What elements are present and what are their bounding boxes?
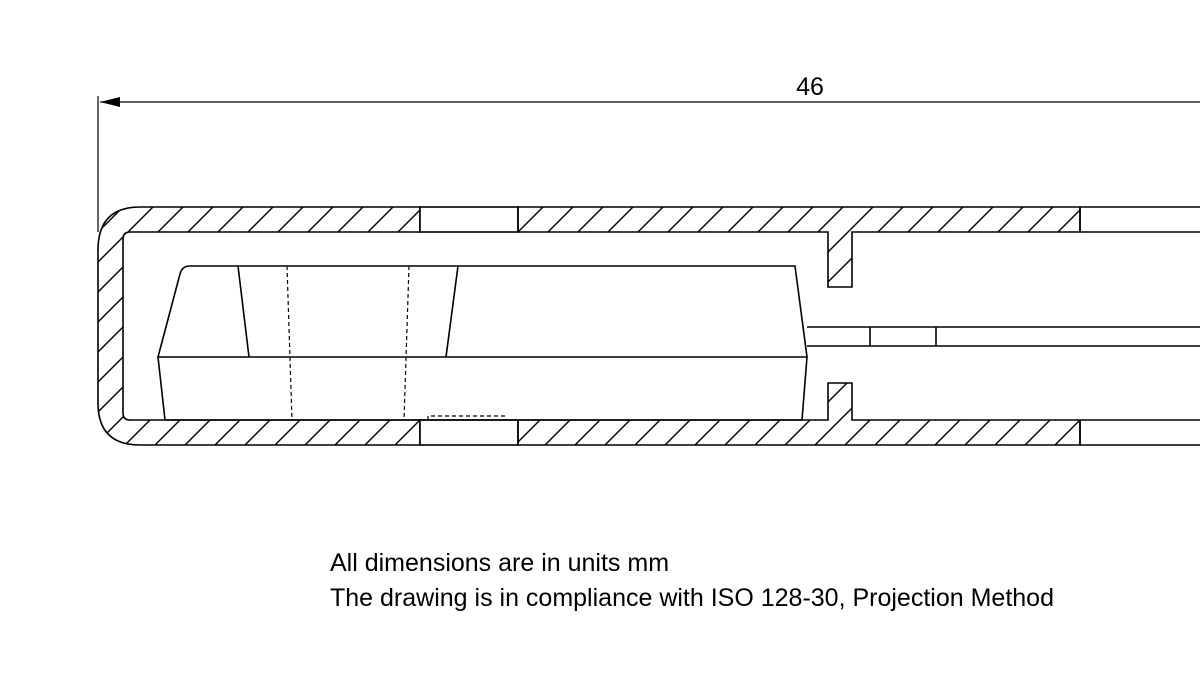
- note-iso: The drawing is in compliance with ISO 12…: [330, 584, 1054, 612]
- component-body: [157, 356, 808, 421]
- top-middle-hatch: [517, 206, 1081, 288]
- arrowhead-left: [100, 97, 120, 107]
- hidden-line-2: [403, 265, 410, 421]
- bottom-rib-gap: [419, 419, 519, 446]
- bottom-middle-hatch: [517, 382, 1081, 446]
- note-units: All dimensions are in units mm: [330, 549, 670, 577]
- hidden-line-1: [286, 265, 293, 421]
- hidden-line-3: [427, 415, 506, 420]
- slant-line-1: [237, 265, 250, 358]
- lead-wire: [807, 326, 1200, 347]
- dimension-46: 46: [97, 73, 1200, 232]
- bottom-right-section: [1079, 419, 1200, 446]
- dimension-label: 46: [796, 73, 824, 101]
- inner-component: [156, 265, 808, 421]
- drawing-notes: All dimensions are in units mm The drawi…: [330, 546, 1054, 616]
- slant-line-2: [445, 265, 459, 358]
- top-rib-gap: [419, 206, 519, 233]
- top-right-section: [1079, 206, 1200, 233]
- component-top-chamfer: [156, 265, 808, 358]
- left-wall-hatch: [97, 206, 421, 446]
- housing-wall-section: [97, 206, 1200, 446]
